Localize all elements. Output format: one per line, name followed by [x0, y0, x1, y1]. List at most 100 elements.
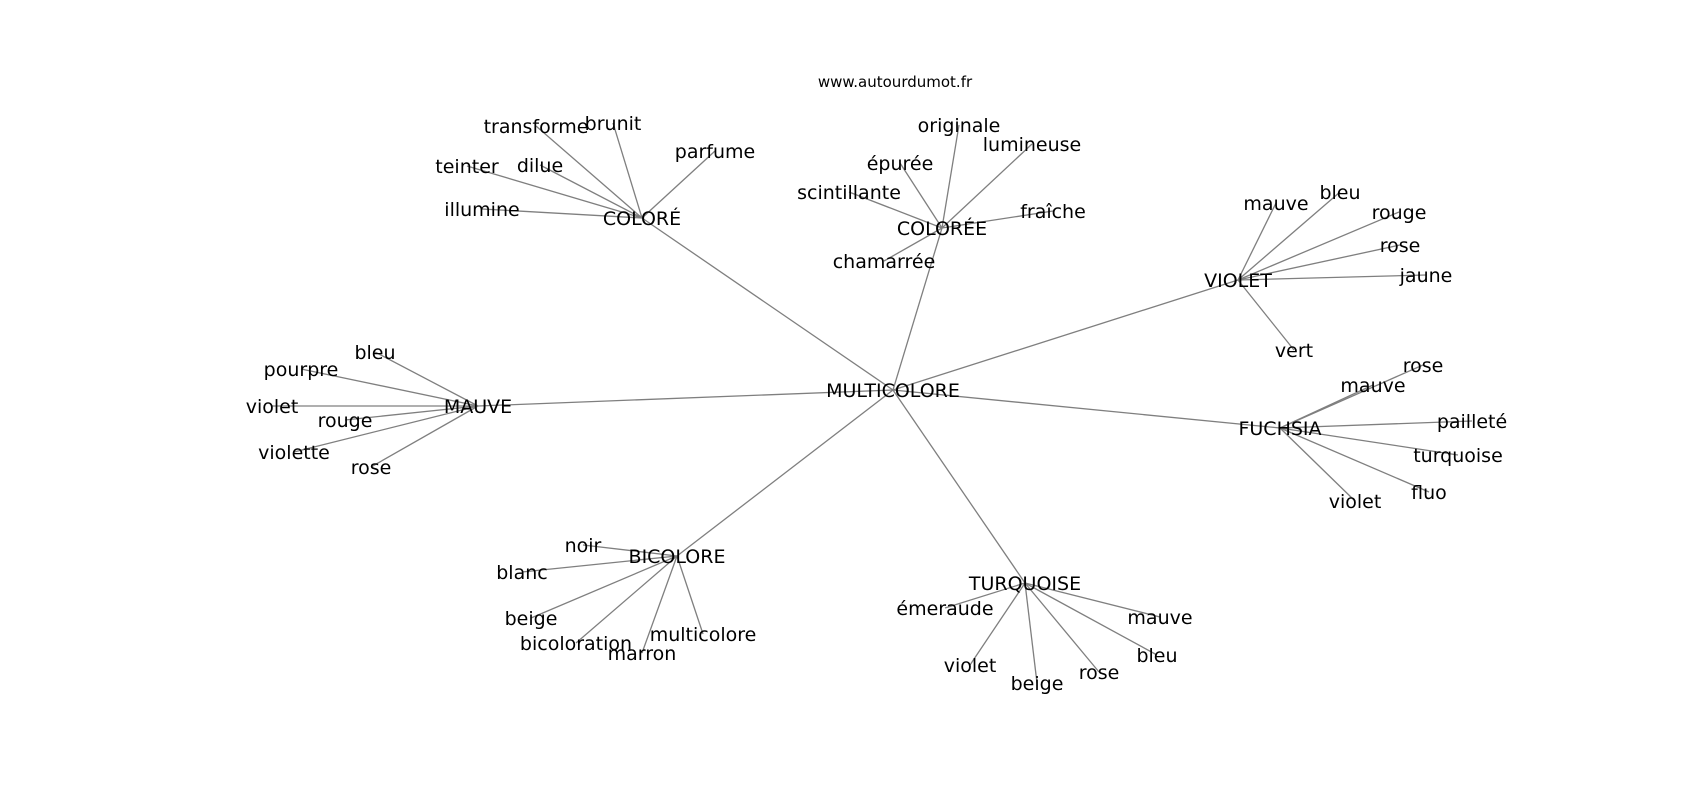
edge-hub-leaf: [1237, 279, 1295, 351]
leaf-node-label: chamarrée: [833, 251, 936, 273]
leaf-node-label: bleu: [1136, 645, 1177, 667]
leaf-node-label: dilue: [517, 155, 563, 177]
leaf-node-label: illumine: [444, 199, 519, 221]
edge-hub-leaf: [374, 351, 479, 407]
leaf-node-label: noir: [565, 535, 602, 557]
edge-hub-leaf: [575, 555, 678, 644]
edge-hub-leaf: [1279, 427, 1430, 493]
leaf-node-label: rose: [351, 457, 392, 479]
edge-hub-leaf: [848, 191, 943, 229]
leaf-node-label: fluo: [1411, 482, 1447, 504]
leaf-node-label: mauve: [1340, 375, 1405, 397]
leaf-node-label: violet: [246, 396, 299, 418]
edge-hub-leaf: [1279, 427, 1459, 456]
edge-center-hub: [892, 227, 943, 391]
edge-hub-leaf: [1024, 582, 1158, 656]
leaf-node-label: brunit: [585, 113, 642, 135]
edge-hub-leaf: [344, 405, 479, 421]
leaf-node-label: épurée: [867, 153, 934, 175]
leaf-node-label: fraîche: [1020, 201, 1086, 223]
leaf-node-label: multicolore: [650, 624, 757, 646]
leaf-node-label: bleu: [1319, 182, 1360, 204]
center-node-label: MULTICOLORE: [826, 380, 960, 402]
leaf-node-label: beige: [505, 608, 558, 630]
edge-hub-leaf: [1024, 582, 1161, 618]
edge-center-hub: [676, 389, 894, 557]
leaf-node-label: mauve: [1127, 607, 1192, 629]
edge-hub-leaf: [1279, 384, 1374, 429]
edge-hub-leaf: [941, 124, 960, 229]
edge-hub-leaf: [1279, 427, 1356, 502]
edge-hub-leaf: [1237, 191, 1341, 281]
leaf-node-label: marron: [608, 643, 677, 665]
edge-hub-leaf: [969, 582, 1026, 666]
edge-hub-leaf: [481, 208, 643, 219]
edge-hub-leaf: [941, 210, 1054, 229]
leaf-node-label: pailleté: [1437, 411, 1507, 433]
leaf-node-label: violette: [258, 442, 330, 464]
hub-node-label: MAUVE: [444, 396, 512, 418]
leaf-node-label: mauve: [1243, 193, 1308, 215]
edge-hub-leaf: [883, 227, 943, 262]
edge-hub-leaf: [530, 555, 678, 619]
hub-node-label: VIOLET: [1204, 270, 1272, 292]
edge-hub-leaf: [539, 164, 643, 219]
edge-center-hub: [892, 389, 1281, 429]
leaf-node-label: originale: [918, 115, 1001, 137]
edge-hub-leaf: [641, 150, 716, 219]
leaf-node-label: jaune: [1399, 265, 1453, 287]
edge-hub-leaf: [1237, 202, 1277, 281]
edge-center-hub: [892, 279, 1239, 391]
edge-hub-leaf: [1024, 582, 1038, 684]
leaf-node-label: turquoise: [1413, 445, 1503, 467]
hub-node-label: TURQUOISE: [968, 573, 1081, 595]
hub-node-label: FUCHSIA: [1238, 418, 1321, 440]
leaf-node-label: émeraude: [896, 598, 993, 620]
leaf-node-label: rouge: [318, 410, 373, 432]
edge-hub-leaf: [1237, 244, 1401, 281]
edge-hub-leaf: [370, 405, 479, 468]
source-label: www.autourdumot.fr: [818, 73, 973, 91]
edge-hub-leaf: [300, 368, 479, 407]
leaf-node-label: bleu: [354, 342, 395, 364]
edges-layer: [272, 122, 1473, 684]
edge-hub-leaf: [941, 143, 1033, 229]
labels-layer: www.autourdumot.fr MULTICOLORECOLORÉtran…: [246, 73, 1507, 695]
leaf-node-label: rouge: [1372, 202, 1427, 224]
leaf-node-label: bicoloration: [520, 633, 632, 655]
leaf-node-label: violet: [944, 655, 997, 677]
edge-center-hub: [477, 389, 894, 407]
hub-node-label: COLORÉE: [897, 217, 987, 240]
edge-center-hub: [641, 217, 894, 391]
leaf-node-label: violet: [1329, 491, 1382, 513]
edge-center-hub: [892, 389, 1026, 584]
leaf-node-label: scintillante: [797, 182, 901, 204]
leaf-node-label: parfume: [675, 141, 755, 163]
edge-hub-leaf: [612, 122, 643, 219]
leaf-node-label: teinter: [435, 156, 499, 178]
leaf-node-label: blanc: [496, 562, 547, 584]
edge-hub-leaf: [1024, 582, 1100, 673]
leaf-node-label: rose: [1079, 662, 1120, 684]
hub-node-label: BICOLORE: [629, 546, 726, 568]
leaf-node-label: lumineuse: [983, 134, 1081, 156]
edge-hub-leaf: [641, 555, 678, 654]
edge-hub-leaf: [535, 125, 643, 219]
leaf-node-label: rose: [1380, 235, 1421, 257]
leaf-node-label: vert: [1275, 340, 1313, 362]
edge-hub-leaf: [676, 555, 704, 635]
leaf-node-label: pourpre: [264, 359, 339, 381]
leaf-node-label: rose: [1403, 355, 1444, 377]
edge-hub-leaf: [582, 544, 678, 557]
hub-node-label: COLORÉ: [603, 207, 681, 230]
edge-hub-leaf: [1237, 211, 1400, 281]
edge-hub-leaf: [1237, 274, 1427, 281]
edge-hub-leaf: [466, 165, 643, 219]
edge-hub-leaf: [899, 162, 943, 229]
leaf-node-label: beige: [1011, 673, 1064, 695]
edge-hub-leaf: [944, 582, 1026, 609]
edge-hub-leaf: [1279, 420, 1473, 429]
edge-hub-leaf: [521, 555, 678, 573]
edge-hub-leaf: [293, 405, 479, 453]
